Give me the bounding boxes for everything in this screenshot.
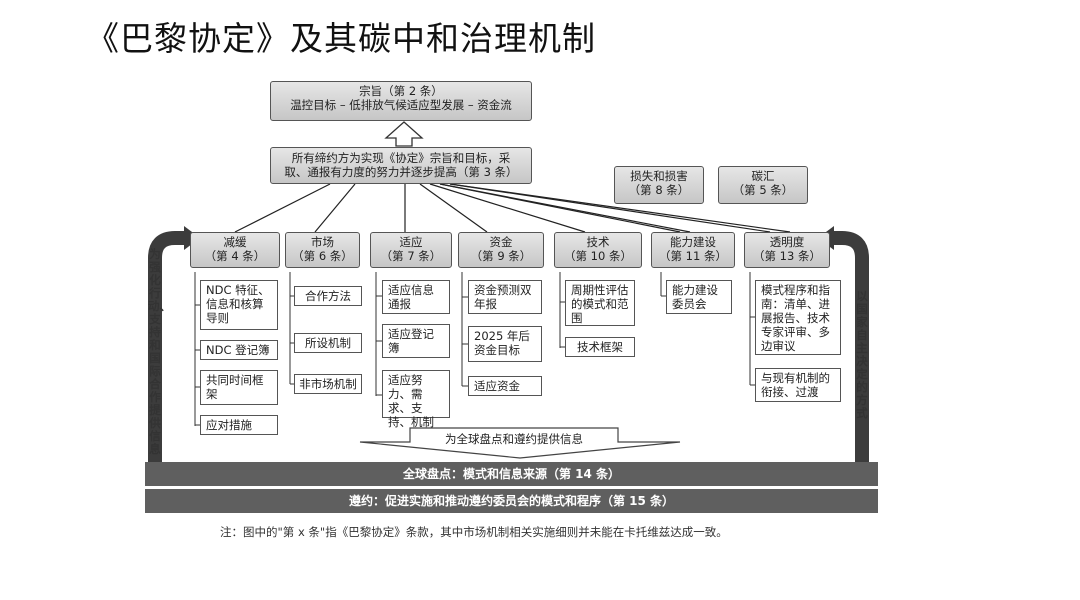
sub-item: 2025 年后资金目标 [468,326,542,362]
category-article: （第 11 条） [659,249,727,263]
sub-item: 技术框架 [565,337,635,357]
category-market: 市场 （第 6 条） [285,232,360,268]
category-title: 减缓 [223,235,247,249]
side-box-article: （第 5 条） [732,183,794,197]
footnote: 注：图中的"第 x 条"指《巴黎协定》条款，其中市场机制相关实施细则并未能在卡托… [220,525,728,539]
category-adaptation: 适应 （第 7 条） [370,232,452,268]
side-box-label: 损失和损害 [630,169,688,183]
sub-item: 周期性评估的模式和范围 [565,280,635,326]
category-article: （第 6 条） [292,249,353,263]
sub-item: 应对措施 [200,415,278,435]
side-box-article: （第 8 条） [628,183,690,197]
category-title: 透明度 [769,235,805,249]
left-arrow-label: 为强化行动、支持和国际合作提供信息 [148,247,171,456]
sub-item: NDC 特征、信息和核算导则 [200,280,278,330]
purpose-line2: 温控目标 – 低排放气候适应型发展 – 资金流 [290,98,512,112]
category-finance: 资金 （第 9 条） [458,232,544,268]
sub-item: 适应登记簿 [382,324,450,358]
compliance-bar: 遵约：促进实施和推动遵约委员会的模式和程序（第 15 条） [145,489,878,513]
category-transparency: 透明度 （第 13 条） [744,232,830,268]
loss-damage-box: 损失和损害 （第 8 条） [614,166,704,204]
obligation-box: 所有缔约方为实现《协定》宗旨和目标，采 取、通报有力度的努力并逐步提高（第 3 … [270,147,532,184]
purpose-line1: 宗旨（第 2 条） [359,84,443,98]
sub-item: 共同时间框架 [200,370,278,405]
category-mitigation: 减缓 （第 4 条） [190,232,280,268]
category-title: 技术 [586,235,610,249]
category-title: 资金 [489,235,513,249]
category-title: 适应 [399,235,423,249]
category-article: （第 7 条） [380,249,442,263]
page-title: 《巴黎协定》及其碳中和治理机制 [86,19,596,58]
category-article: （第 13 条） [753,249,821,263]
sub-item: 适应努力、需求、支持、机制 [382,370,450,429]
sub-item: 合作方法 [294,286,362,306]
side-box-label: 碳汇 [751,169,775,183]
sub-item: NDC 登记簿 [200,340,278,360]
sub-item: 模式程序和指南：清单、进展报告、技术专家评审、多边审议 [755,280,841,355]
category-capacity-building: 能力建设 （第 11 条） [651,232,735,268]
sub-item: 适应资金 [468,376,542,396]
sub-item: 所设机制 [294,333,362,353]
category-technology: 技术 （第 10 条） [554,232,642,268]
category-article: （第 9 条） [470,249,532,263]
global-stocktake-bar: 全球盘点：模式和信息来源（第 14 条） [145,462,878,486]
category-title: 市场 [311,235,334,249]
info-arrow-label: 为全球盘点和遵约提供信息 [445,432,583,446]
sub-item: 非市场机制 [294,374,362,394]
obligation-line2: 取、通报有力度的努力并逐步提高（第 3 条） [284,165,518,179]
category-article: （第 10 条） [564,249,632,263]
sub-item: 适应信息通报 [382,280,450,314]
sub-item: 资金预测双年报 [468,280,542,314]
carbon-sink-box: 碳汇 （第 5 条） [718,166,808,204]
category-article: （第 4 条） [204,249,266,263]
obligation-line1: 所有缔约方为实现《协定》宗旨和目标，采 [291,151,511,165]
sub-item: 与现有机制的衔接、过渡 [755,368,841,402]
sub-item: 能力建设委员会 [666,280,732,314]
category-title: 能力建设 [670,235,716,249]
right-arrow-label: 以国家自主决定的方式 [856,289,868,420]
purpose-box: 宗旨（第 2 条） 温控目标 – 低排放气候适应型发展 – 资金流 [270,81,532,121]
